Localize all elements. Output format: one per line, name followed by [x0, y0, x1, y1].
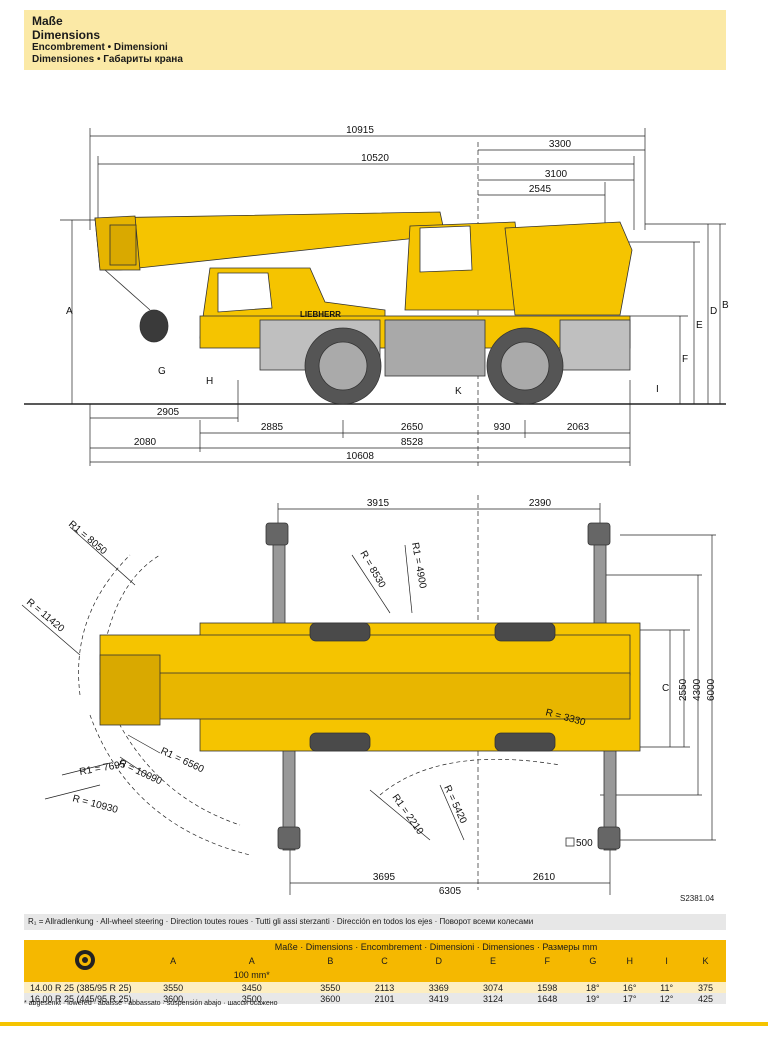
dim-10608: 10608 [346, 451, 374, 462]
pad-label: 500 [576, 838, 593, 849]
dim-3300: 3300 [549, 139, 572, 150]
cell: 16° [611, 982, 649, 993]
cell: 3419 [411, 993, 466, 1004]
dimensions-table: Maße · Dimensions · Encombrement · Dimen… [24, 940, 726, 1004]
dim-2905: 2905 [157, 407, 180, 418]
col-a2-subheader: 100 mm* [200, 968, 304, 982]
col-b: B [303, 954, 358, 968]
dim-2390: 2390 [529, 498, 552, 509]
dim-6000: 6000 [706, 678, 717, 701]
steering-note: R₁ = Allradlenkung · All-wheel steering … [24, 914, 726, 930]
title-en: Dimensions [32, 28, 101, 42]
cell: 3450 [200, 982, 304, 993]
drawing-code: S2381.04 [680, 894, 715, 903]
dim-c: C [662, 683, 669, 694]
col-a: A [146, 954, 201, 968]
dim-2610: 2610 [533, 872, 556, 883]
side-view-drawing: 10915 3300 10520 3100 2545 LIEBHERR 2905… [24, 125, 729, 466]
letter-b: B [722, 300, 729, 311]
letter-e: E [696, 320, 703, 331]
col-k: K [685, 954, 726, 968]
cell: 12° [648, 993, 686, 1004]
header-band: Maße Dimensions Encombrement • Dimension… [24, 10, 726, 70]
dim-10520: 10520 [361, 153, 389, 164]
dim-3695: 3695 [373, 872, 396, 883]
dim-2650: 2650 [401, 422, 424, 433]
bottom-rule [0, 1022, 768, 1026]
title-de: Maße [32, 14, 63, 28]
dim-2550: 2550 [678, 678, 689, 701]
letter-i: I [656, 384, 659, 395]
letter-k: K [455, 386, 462, 397]
cell: 3600 [303, 993, 358, 1004]
cell: 3369 [411, 982, 466, 993]
letter-h: H [206, 376, 213, 387]
radius-r1-8050: R1 = 8050 [66, 519, 109, 558]
cell: 3600 [146, 993, 201, 1004]
dim-6305: 6305 [439, 886, 462, 895]
dim-2885: 2885 [261, 422, 284, 433]
cell: 3074 [465, 982, 521, 993]
letter-a: A [66, 306, 73, 317]
cell: 375 [685, 982, 726, 993]
radius-r1-7695: R1 = 7695 [79, 759, 127, 778]
subtitle-2: Dimensiones • Габариты крана [32, 54, 183, 65]
tyre-size: 16.00 R 25 (445/95 R 25) [24, 993, 146, 1004]
cell: 17° [611, 993, 649, 1004]
dim-930: 930 [494, 422, 511, 433]
cell: 1648 [520, 993, 575, 1004]
cell: 3550 [146, 982, 201, 993]
cell: 19° [574, 993, 612, 1004]
col-i: I [648, 954, 686, 968]
col-e: E [465, 954, 521, 968]
col-h: H [611, 954, 649, 968]
tyre-icon-cell [24, 940, 146, 982]
dim-8528: 8528 [401, 437, 424, 448]
col-a2: A [200, 954, 304, 968]
dim-2545: 2545 [529, 184, 552, 195]
radius-r-10930: R = 10930 [71, 793, 119, 816]
tyre-size: 14.00 R 25 (385/95 R 25) [24, 982, 146, 993]
cell: 3550 [303, 982, 358, 993]
letter-g: G [158, 366, 166, 377]
col-d: D [411, 954, 466, 968]
cell: 2113 [357, 982, 412, 993]
col-f: F [520, 954, 575, 968]
top-view-drawing: 3915 2390 R1 = 8050 R = 11420 R = 8530 R… [21, 495, 717, 895]
tyre-icon [75, 950, 95, 970]
dim-10915: 10915 [346, 125, 374, 136]
table-title: Maße · Dimensions · Encombrement · Dimen… [146, 940, 726, 954]
letter-d: D [710, 306, 717, 317]
table-row: 14.00 R 25 (385/95 R 25) 3550 3450 3550 … [24, 982, 726, 993]
radius-r-11420: R = 11420 [24, 597, 66, 635]
subtitle-1: Encombrement • Dimensioni [32, 42, 168, 53]
cell: 11° [648, 982, 686, 993]
dim-3915: 3915 [367, 498, 390, 509]
cell: 18° [574, 982, 612, 993]
dim-3100: 3100 [545, 169, 568, 180]
cell: 425 [685, 993, 726, 1004]
letter-f: F [682, 354, 688, 365]
cell: 3500 [200, 993, 304, 1004]
table-row: 16.00 R 25 (445/95 R 25) 3600 3500 3600 … [24, 993, 726, 1004]
radius-r1-2210: R1 = 2210 [390, 792, 426, 837]
dim-2080: 2080 [134, 437, 157, 448]
col-c: C [357, 954, 412, 968]
footnote: * abgesenkt · lowered · abaissé · abbass… [24, 1000, 278, 1007]
radius-r1-6560: R1 = 6560 [159, 746, 206, 776]
cell: 2101 [357, 993, 412, 1004]
col-g: G [574, 954, 612, 968]
dim-4300: 4300 [692, 678, 703, 701]
dim-2063: 2063 [567, 422, 590, 433]
cell: 3124 [465, 993, 521, 1004]
brand-text: LIEBHERR [300, 310, 341, 319]
cell: 1598 [520, 982, 575, 993]
radius-r1-4900: R1 = 4900 [409, 542, 428, 590]
